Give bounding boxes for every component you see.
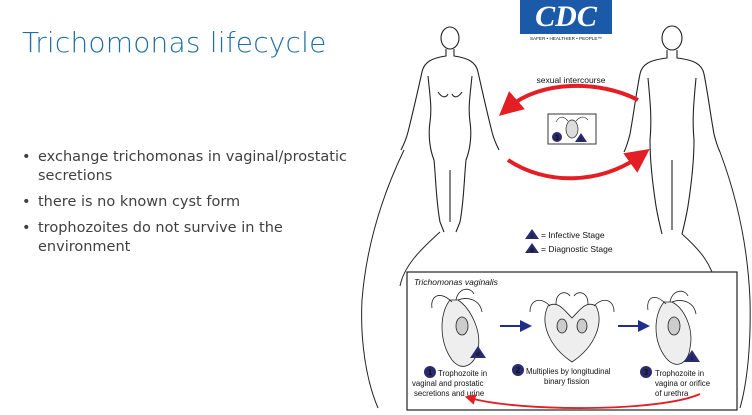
female-figure (400, 26, 500, 233)
male-figure (623, 25, 721, 235)
bullet-list: exchange trichomonas in vaginal/prostati… (20, 148, 350, 264)
stage-1-number: 1 (428, 368, 433, 377)
stage-2-line-1: Multiplies by longitudinal (526, 367, 611, 376)
transmission-arrow-bottom (506, 148, 650, 181)
panel-title: Trichomonas vaginalis (414, 277, 499, 287)
left-outline-curve-inner (399, 231, 441, 287)
dividing-trophozoite (529, 292, 615, 363)
stage-2-number: 2 (516, 366, 521, 375)
stage-3-number: 3 (644, 368, 649, 377)
stage-3-line-3: of urethra (655, 389, 689, 398)
bullet-item: exchange trichomonas in vaginal/prostati… (20, 148, 350, 186)
transmission-label: sexual intercourse (537, 75, 606, 85)
slide-title: Trichomonas lifecycle (22, 26, 327, 59)
legend-infective-text: = Infective Stage (541, 230, 605, 240)
bullet-item: there is no known cyst form (20, 193, 350, 212)
center-stage-box: 3 i (547, 113, 597, 145)
center-step-number: 3 (555, 135, 559, 142)
stage-1-badge: d (476, 352, 480, 358)
transmission-arrow-top (498, 83, 639, 116)
right-outline-curve (719, 151, 751, 409)
stage-1-line-2: vaginal and prostatic (412, 379, 484, 388)
logo-tagline: SAFER • HEALTHIER • PEOPLE™ (530, 36, 602, 41)
stage-3-line-1: Trophozoite in (655, 369, 704, 378)
stage-1-line-3: secretions and urine (414, 389, 484, 398)
legend-infective-badge: i (531, 234, 533, 240)
trophozoite-stage-1 (431, 288, 483, 367)
stage-2-line-2: binary fission (544, 377, 590, 386)
left-outline-curve (361, 149, 405, 409)
logo-text: CDC (535, 0, 598, 33)
center-stage-badge: i (580, 137, 582, 143)
trophozoite-stage-3 (647, 290, 697, 365)
cdc-logo: CDC SAFER • HEALTHIER • PEOPLE™ (520, 0, 612, 41)
legend-diagnostic-badge: d (530, 248, 534, 254)
return-arrow (464, 393, 701, 409)
legend-diagnostic-text: = Diagnostic Stage (541, 244, 613, 254)
stage-1-line-1: Trophozoite in (438, 369, 487, 378)
bullet-item: trophozoites do not survive in the envir… (20, 219, 350, 257)
organism-panel: Trichomonas vaginalis d i 1 T (406, 271, 738, 411)
stage-3-line-2: vagina or orifice (655, 379, 710, 388)
stage-legend: i = Infective Stage d = Diagnostic Stage (525, 229, 613, 254)
stage-3-badge: i (691, 356, 693, 362)
